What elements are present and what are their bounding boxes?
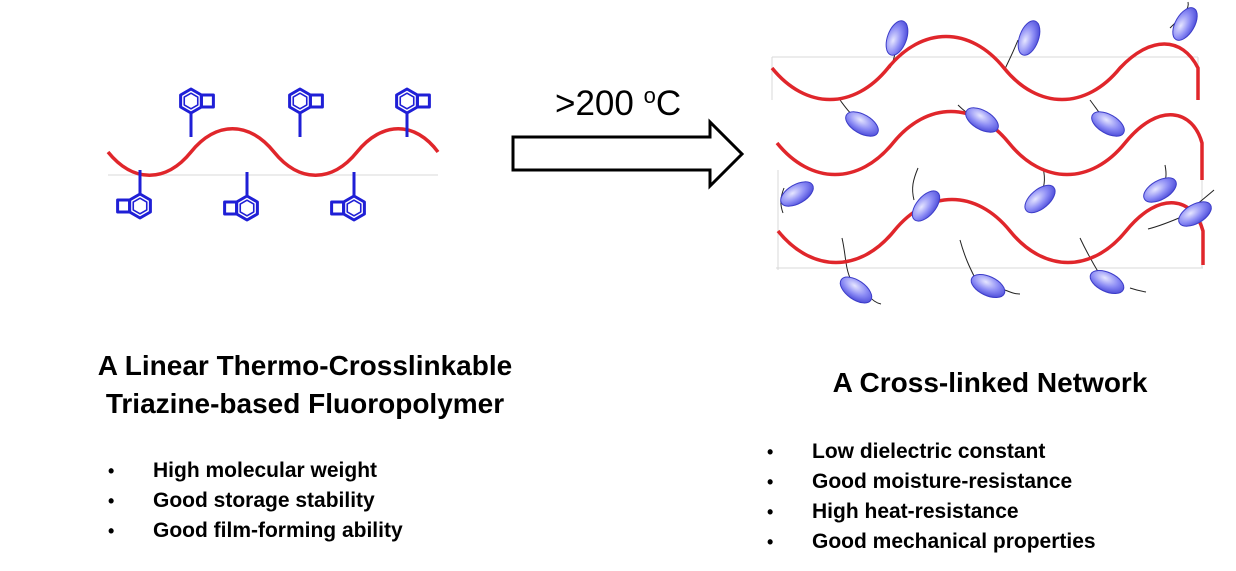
bullet: • xyxy=(767,472,774,492)
polymer-chain-top xyxy=(770,34,1200,102)
reaction-arrow: >200 oC xyxy=(511,83,745,190)
bullet: • xyxy=(108,461,115,481)
linear-polymer xyxy=(106,87,440,222)
list-item-text: Good film-forming ability xyxy=(153,519,403,542)
list-item-text: Low dielectric constant xyxy=(812,440,1046,463)
polymer-chains xyxy=(770,34,1205,265)
crosslink-ellipse xyxy=(970,274,1006,298)
network-frame xyxy=(771,56,1203,270)
crosslink-ellipse xyxy=(885,20,909,56)
benzocyclobutene-icon xyxy=(288,87,324,137)
bullet: • xyxy=(767,502,774,522)
list-item: • High molecular weight xyxy=(108,456,403,486)
bullet: • xyxy=(767,532,774,552)
benzocyclobutene-icon xyxy=(116,170,152,220)
benzocyclobutene-icon xyxy=(223,172,259,222)
crosslink-ellipse xyxy=(1091,111,1125,137)
benzocyclobutene-units xyxy=(116,87,431,222)
list-item: • Good mechanical properties xyxy=(767,527,1096,557)
list-item: • Good moisture-resistance xyxy=(767,467,1096,497)
crosslink-ellipse xyxy=(1024,184,1056,214)
list-item-text: Good mechanical properties xyxy=(812,530,1096,553)
crosslinked-network xyxy=(770,1,1215,305)
polymer-chain-middle xyxy=(775,109,1204,180)
polymer-chain-bottom xyxy=(776,197,1205,265)
benzocyclobutene-icon xyxy=(395,87,431,137)
list-item: • Good storage stability xyxy=(108,486,403,516)
crosslink-ellipse xyxy=(1178,201,1212,227)
bullet: • xyxy=(767,442,774,462)
list-item-text: Good moisture-resistance xyxy=(812,470,1073,493)
list-item: • High heat-resistance xyxy=(767,497,1096,527)
crosslink-ellipse xyxy=(780,181,814,207)
crosslink-ellipse xyxy=(839,276,873,304)
polymer-backbone xyxy=(106,127,440,177)
bullet: • xyxy=(108,491,115,511)
crosslink-ellipse xyxy=(1143,177,1177,203)
crosslink-ellipse xyxy=(1172,7,1198,41)
crosslink-ellipse xyxy=(1017,20,1041,56)
crosslink-units xyxy=(780,7,1212,304)
right-property-list: • Low dielectric constant • Good moisture-… xyxy=(767,437,1096,557)
list-item: • Low dielectric constant xyxy=(767,437,1096,467)
left-title: A Linear Thermo-Crosslinkable Triazine-b… xyxy=(55,347,555,423)
list-item-text: Good storage stability xyxy=(153,489,375,512)
list-item: • Good film-forming ability xyxy=(108,516,403,546)
left-title-line1: A Linear Thermo-Crosslinkable xyxy=(97,350,513,381)
crosslink-ellipse xyxy=(965,107,999,133)
crosslink-ellipse xyxy=(911,190,941,222)
temperature-label: >200 oC xyxy=(555,83,681,123)
right-title: A Cross-linked Network xyxy=(832,367,1148,398)
list-item-text: High heat-resistance xyxy=(812,500,1019,523)
left-property-list: • High molecular weight • Good storage sta… xyxy=(108,456,403,546)
list-item-text: High molecular weight xyxy=(153,459,378,482)
crosslink-ellipse xyxy=(1089,270,1125,294)
arrow-shape xyxy=(511,118,745,190)
crosslink-ellipse xyxy=(845,111,879,137)
benzocyclobutene-icon xyxy=(330,172,366,222)
benzocyclobutene-icon xyxy=(179,87,215,137)
left-title-line2: Triazine-based Fluoropolymer xyxy=(105,387,505,419)
bullet: • xyxy=(108,521,115,541)
